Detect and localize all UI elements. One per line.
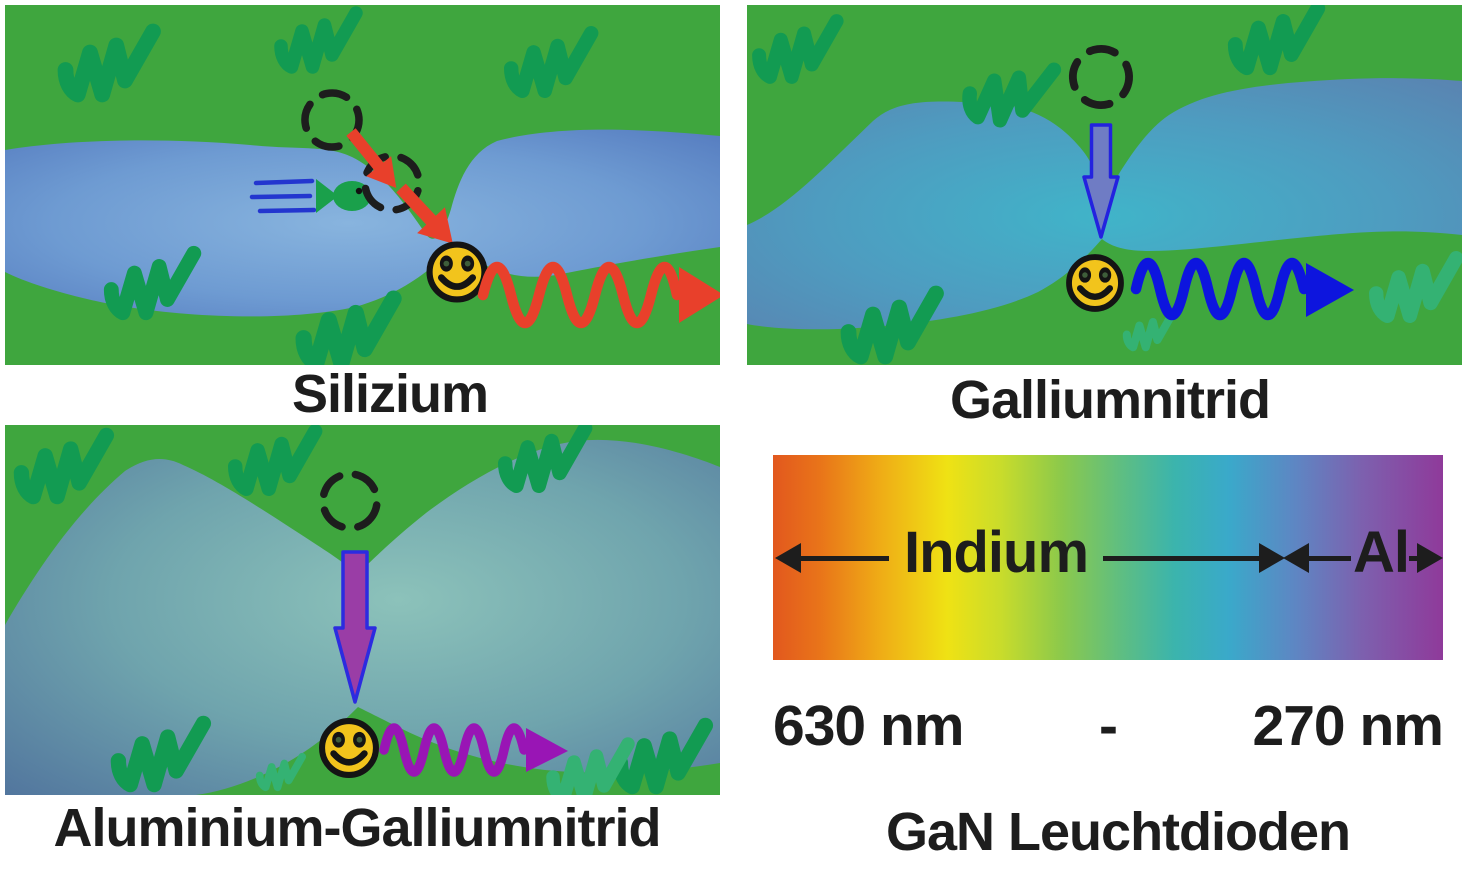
wavelength-spectrum-bar: Indium Al [773,455,1443,660]
led-label: GaN Leuchtdioden [885,802,1351,862]
silicon-panel [5,5,720,365]
wavelength-start: 630 nm [773,694,964,758]
smiley-icon [430,245,485,300]
purple-photon-wave-icon [379,723,568,777]
gan-label: Galliumnitrid [949,370,1271,430]
gan-panel [747,5,1462,365]
indium-label: Indium [903,520,1089,585]
wavelength-end: 270 nm [1252,694,1444,758]
arrowhead-right-icon [1417,543,1443,573]
direct-transition-arrow-icon [333,550,377,704]
al-range-line [1307,556,1351,561]
smiley-icon [1069,257,1121,309]
indium-range-line [795,556,889,561]
direct-transition-arrow-icon [1082,123,1120,239]
indirect-transition-arrow-icon [346,128,453,244]
smiley-icon [322,721,376,775]
wavelength-separator: - [1099,694,1118,758]
wavelength-range: 630 nm - 270 nm [773,693,1444,759]
silicon-label: Silizium [291,364,489,424]
indium-range-line [1103,556,1261,561]
blue-photon-wave-icon [1130,258,1354,320]
al-range-line [1409,556,1421,561]
arrowhead-right-icon [1259,543,1285,573]
algan-label: Aluminium-Galliumnitrid [53,798,662,858]
red-photon-wave-icon [477,261,720,329]
speed-lines-icon [249,178,317,214]
arrowhead-left-icon [1283,543,1309,573]
algan-panel [5,425,720,795]
aluminium-label: Al [1353,520,1410,585]
